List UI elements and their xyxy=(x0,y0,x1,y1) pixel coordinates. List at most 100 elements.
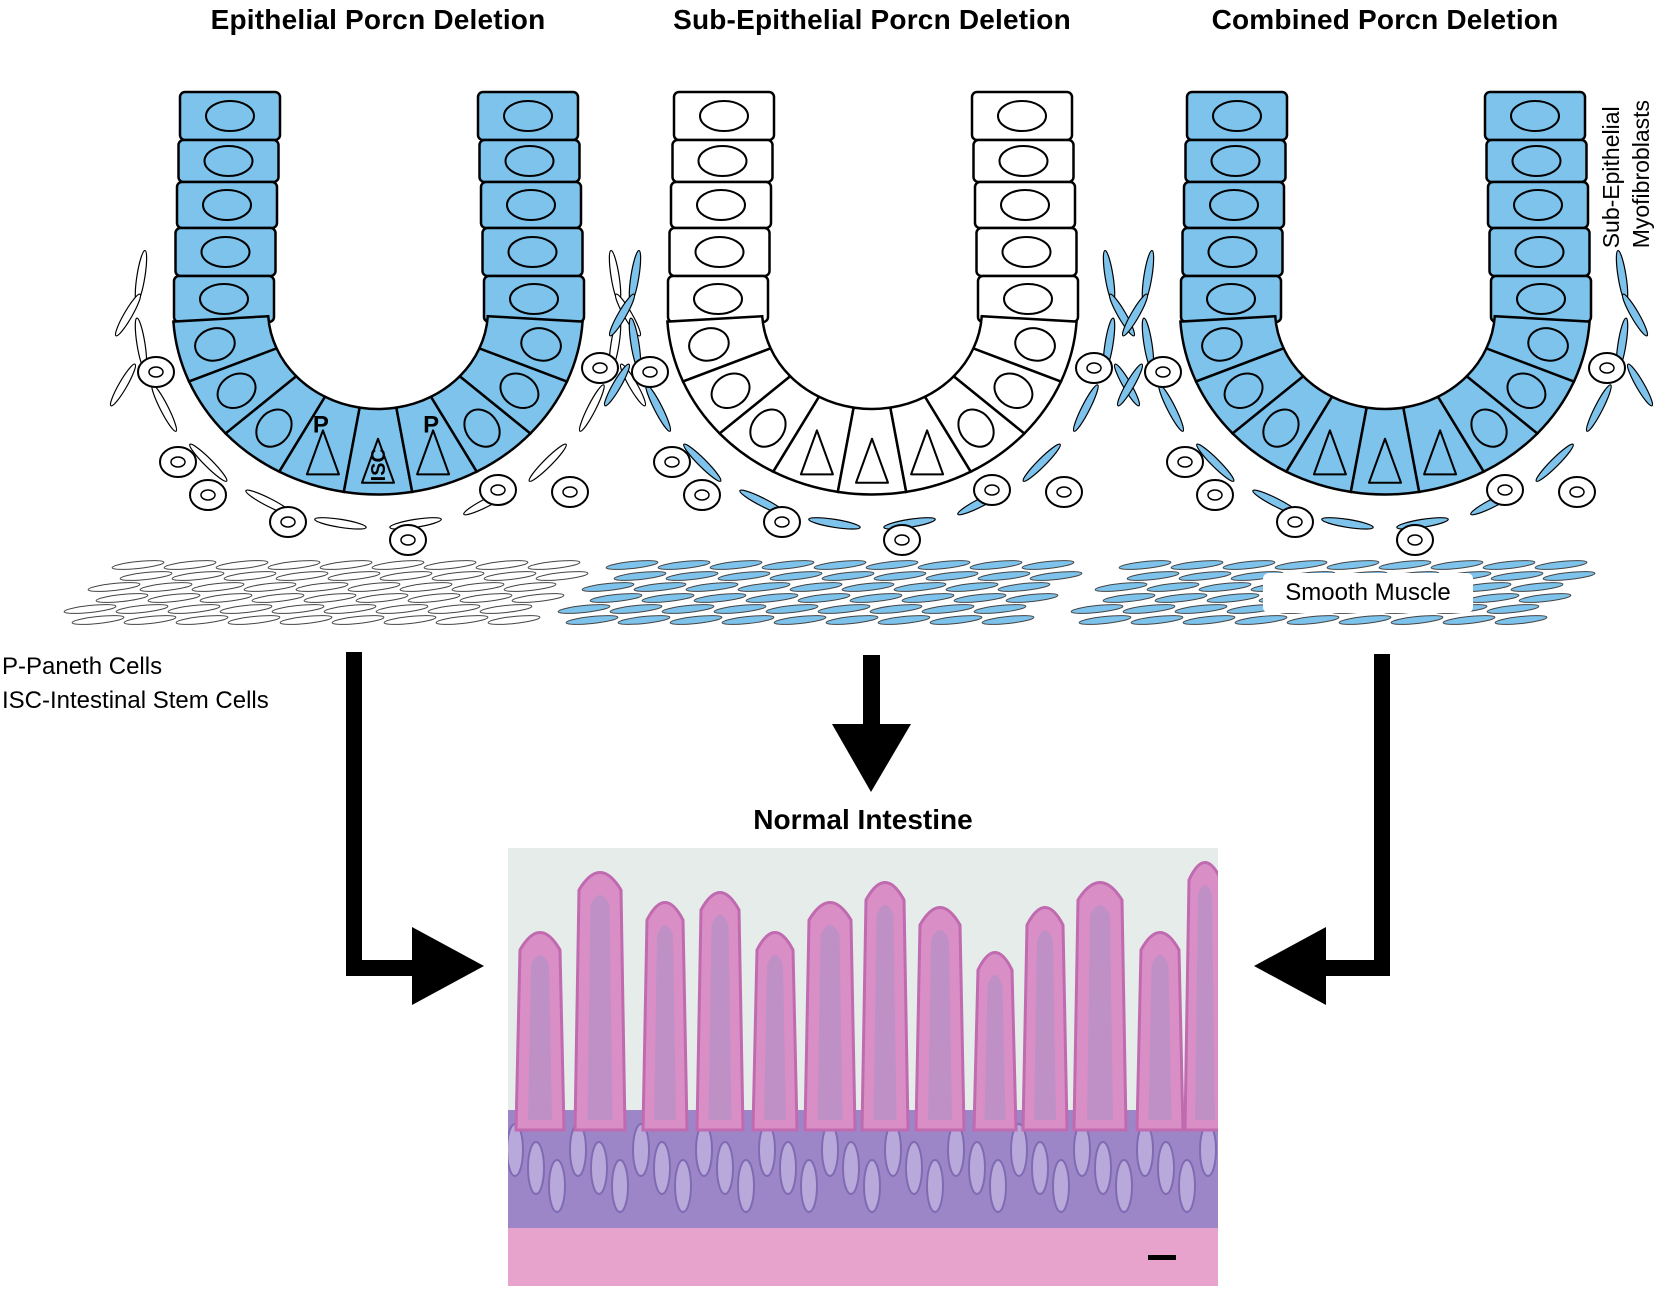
smooth-muscle-cell xyxy=(1021,560,1075,570)
nucleus xyxy=(1209,189,1259,221)
smooth-muscle-cell xyxy=(921,604,975,614)
smooth-muscle-cell xyxy=(355,593,409,603)
histology-image xyxy=(508,848,1218,1286)
stromal-cell xyxy=(1045,476,1083,508)
smooth-muscle-cell xyxy=(511,593,565,603)
crypt xyxy=(1052,1159,1070,1213)
smooth-muscle-cell xyxy=(1378,560,1432,570)
smooth-muscle-cell xyxy=(1430,560,1484,570)
smooth-muscle-cell xyxy=(1146,582,1200,592)
stromal-nucleus xyxy=(642,366,658,378)
smooth-muscle-cell xyxy=(87,582,141,592)
myofibroblast xyxy=(314,517,367,530)
stromal-nucleus xyxy=(774,516,790,528)
stromal-nucleus xyxy=(200,489,216,501)
nucleus xyxy=(507,236,558,268)
epithelial-cell xyxy=(973,180,1077,230)
villus-core xyxy=(1034,930,1056,1120)
smooth-muscle-cell xyxy=(323,604,377,614)
epithelial-cell xyxy=(672,90,776,142)
smooth-muscle-cell xyxy=(1198,582,1252,592)
nucleus xyxy=(696,189,746,221)
smooth-muscle-cell xyxy=(331,615,385,625)
smooth-muscle-cell xyxy=(641,593,695,603)
smooth-muscle-cell xyxy=(953,593,1007,603)
nucleus xyxy=(998,145,1049,177)
epithelial-cell xyxy=(174,226,277,278)
nucleus xyxy=(1001,236,1052,268)
smooth-muscle-cell xyxy=(869,604,923,614)
smooth-muscle-cell xyxy=(1182,615,1236,625)
nucleus xyxy=(194,327,236,362)
crypt xyxy=(1073,1123,1091,1177)
stromal-cell xyxy=(269,506,307,538)
isc-marker: ISC xyxy=(368,448,390,481)
smooth-muscle-cell xyxy=(613,571,667,581)
epithelial-cell xyxy=(1486,180,1590,230)
panel-title-epithelial: Epithelial Porcn Deletion xyxy=(210,4,546,35)
villus-core xyxy=(654,925,676,1120)
smooth-muscle-cell xyxy=(1174,604,1228,614)
smooth-muscle-cell xyxy=(973,604,1027,614)
stromal-nucleus xyxy=(400,534,416,546)
smooth-muscle-cell xyxy=(945,582,999,592)
stromal-nucleus xyxy=(490,484,506,496)
smooth-muscle-cell xyxy=(1118,560,1172,570)
smooth-muscle-cell xyxy=(773,615,827,625)
smooth-muscle-cell xyxy=(709,560,763,570)
smooth-muscle-cell xyxy=(877,615,931,625)
smooth-muscle-cell xyxy=(199,593,253,603)
crypt xyxy=(716,1141,734,1195)
stromal-nucleus xyxy=(280,516,296,528)
smooth-muscle-cell xyxy=(761,560,815,570)
crypt xyxy=(1031,1141,1049,1195)
stromal-cell xyxy=(683,479,721,511)
smooth-muscle-cell xyxy=(893,582,947,592)
stromal-cell xyxy=(137,356,175,388)
legend-paneth: P-Paneth Cells xyxy=(2,653,163,680)
nucleus xyxy=(1513,189,1563,221)
villus-core xyxy=(817,925,843,1120)
epithelial-cell xyxy=(976,274,1080,324)
smooth-muscle-cell xyxy=(219,604,273,614)
epithelial-cell xyxy=(666,274,770,324)
smooth-muscle-cell xyxy=(267,560,321,570)
smooth-muscle-cell xyxy=(271,604,325,614)
villus-core xyxy=(764,955,786,1120)
scale-bar xyxy=(1148,1255,1176,1260)
crypt xyxy=(1157,1141,1175,1195)
smooth-muscle-cell xyxy=(163,560,217,570)
nucleus xyxy=(710,372,751,410)
paneth-marker: P xyxy=(423,411,439,438)
smooth-muscle-cell xyxy=(223,571,277,581)
epithelial-cell xyxy=(476,90,580,142)
nucleus xyxy=(1206,283,1256,315)
epithelial-cell xyxy=(669,180,773,230)
smooth-muscle-cell xyxy=(589,593,643,603)
smooth-muscle-cell xyxy=(557,604,611,614)
smooth-muscle-cell xyxy=(115,604,169,614)
nucleus xyxy=(305,429,340,476)
crypt-sub-epithelial xyxy=(557,90,1141,625)
smooth-muscle-cell xyxy=(713,604,767,614)
myofibroblast xyxy=(1585,384,1612,432)
smooth-muscle-cell xyxy=(275,571,329,581)
stromal-nucleus xyxy=(1599,362,1615,374)
myofibroblast xyxy=(1022,443,1061,482)
crypt xyxy=(695,1123,713,1177)
nucleus xyxy=(416,429,451,476)
smooth-muscle-cell xyxy=(721,615,775,625)
smooth-muscle-cell xyxy=(1490,571,1544,581)
smooth-muscle-cell xyxy=(1274,560,1328,570)
crypt xyxy=(968,1141,986,1195)
stromal-nucleus xyxy=(1287,516,1303,528)
myofibroblast xyxy=(1321,517,1374,530)
stromal-cell xyxy=(1588,352,1626,384)
stromal-nucleus xyxy=(1207,489,1223,501)
smooth-muscle-cell xyxy=(797,593,851,603)
nucleus xyxy=(697,145,748,177)
crypt xyxy=(527,1141,545,1195)
epithelial-cell xyxy=(1181,226,1284,278)
nucleus xyxy=(688,327,730,362)
